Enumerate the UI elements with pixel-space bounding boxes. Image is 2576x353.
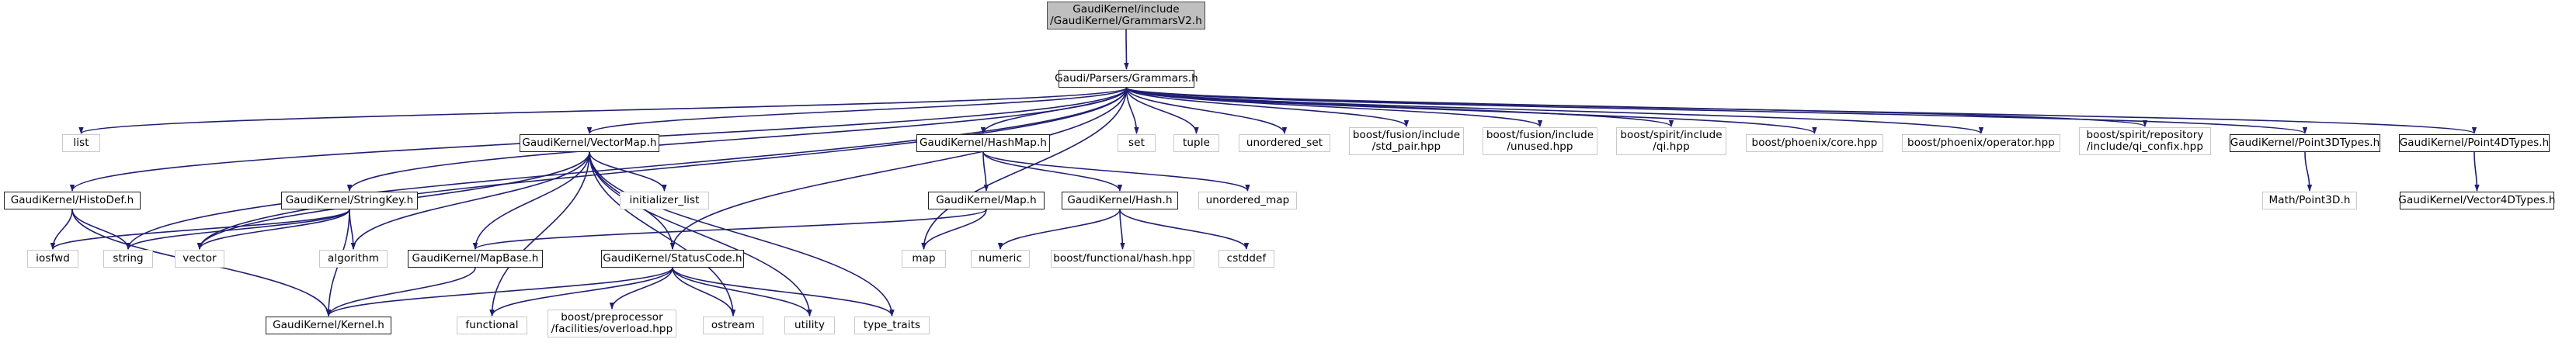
graph-edge: [346, 87, 1128, 192]
graph-edge: [609, 267, 673, 310]
graph-edge: [997, 209, 1121, 250]
graph-node-utility[interactable]: utility: [784, 317, 835, 334]
graph-edge: [672, 267, 812, 317]
graph-edge: [672, 267, 736, 317]
graph-node-statuscode[interactable]: GaudiKernel/StatusCode.h: [601, 250, 744, 268]
graph-node-boost_hash[interactable]: boost/functional/hash.hpp: [1051, 250, 1194, 268]
graph-edge: [589, 151, 895, 317]
graph-edge: [1125, 87, 1288, 134]
graph-edge: [589, 151, 736, 317]
graph-edge: [472, 151, 590, 250]
graph-edge: [2304, 151, 2313, 192]
graph-node-list[interactable]: list: [62, 134, 100, 152]
graph-edge: [50, 209, 350, 250]
graph-edge: [669, 87, 1128, 250]
graph-node-set[interactable]: set: [1118, 134, 1156, 152]
graph-edge: [325, 267, 673, 317]
graph-edge: [589, 151, 812, 317]
graph-edge: [1125, 87, 1543, 127]
graph-edge: [982, 151, 989, 192]
graph-edge: [921, 87, 1128, 250]
graph-node-spirit_qi[interactable]: boost/spirit/include /qi.hpp: [1616, 127, 1726, 155]
graph-edge: [672, 267, 895, 317]
graph-node-string[interactable]: string: [103, 250, 153, 268]
graph-edge: [71, 209, 131, 250]
graph-node-grammars[interactable]: Gaudi/Parsers/Grammars.h: [1055, 70, 1198, 88]
graph-edge: [1119, 209, 1125, 250]
graph-edge: [982, 151, 1250, 192]
graph-node-phoenix_core[interactable]: boost/phoenix/core.hpp: [1746, 134, 1883, 152]
graph-node-vector[interactable]: vector: [175, 250, 224, 268]
graph-node-point3dtypes[interactable]: GaudiKernel/Point3DTypes.h: [2230, 134, 2380, 152]
graph-node-tuple[interactable]: tuple: [1173, 134, 1219, 152]
graph-edge: [587, 87, 1128, 134]
graph-node-kernel[interactable]: GaudiKernel/Kernel.h: [266, 317, 391, 334]
graph-edge: [589, 151, 667, 192]
graph-edge: [1125, 87, 2307, 134]
graph-node-unordered_set[interactable]: unordered_set: [1239, 134, 1330, 152]
graph-edge: [473, 209, 987, 250]
graph-edge: [125, 87, 1128, 250]
graph-node-map[interactable]: map: [902, 250, 946, 268]
graph-edge: [1125, 87, 1817, 134]
graph-edge: [489, 151, 590, 317]
graph-edge: [196, 87, 1128, 250]
graph-edge: [1119, 209, 1250, 250]
graph-node-stringkey[interactable]: GaudiKernel/StringKey.h: [281, 192, 418, 209]
graph-node-ostream[interactable]: ostream: [703, 317, 763, 334]
graph-node-vector4dtypes[interactable]: GaudiKernel/Vector4DTypes.h: [2398, 192, 2555, 209]
graph-node-hashmap[interactable]: GaudiKernel/HashMap.h: [916, 134, 1050, 152]
graph-edge: [325, 267, 476, 317]
graph-edge: [2473, 151, 2480, 192]
graph-node-point4dtypes[interactable]: GaudiKernel/Point4DTypes.h: [2399, 134, 2550, 152]
graph-node-type_traits[interactable]: type_traits: [854, 317, 930, 334]
graph-edge: [1124, 29, 1129, 70]
graph-node-overload[interactable]: boost/preprocessor /facilities/overload.…: [548, 310, 676, 337]
graph-node-initializer_list[interactable]: initializer_list: [620, 192, 709, 209]
graph-node-mapbase[interactable]: GaudiKernel/MapBase.h: [408, 250, 543, 268]
graph-edge: [125, 209, 350, 250]
graph-edge: [50, 209, 73, 250]
graph-node-gk_hash[interactable]: GaudiKernel/Hash.h: [1062, 192, 1178, 209]
graph-edge: [489, 267, 673, 317]
graph-node-gk_map[interactable]: GaudiKernel/Map.h: [928, 192, 1045, 209]
graph-edge: [78, 87, 1128, 134]
graph-node-unordered_map[interactable]: unordered_map: [1198, 192, 1297, 209]
graph-node-iosfwd[interactable]: iosfwd: [27, 250, 78, 268]
graph-node-fusion_stdpair[interactable]: boost/fusion/include /std_pair.hpp: [1349, 127, 1464, 155]
graph-node-phoenix_op[interactable]: boost/phoenix/operator.hpp: [1902, 134, 2060, 152]
graph-node-functional[interactable]: functional: [457, 317, 527, 334]
graph-edge: [1125, 87, 1139, 134]
graph-node-histodef[interactable]: GaudiKernel/HistoDef.h: [4, 192, 141, 209]
graph-edge: [349, 209, 356, 250]
graph-edge: [196, 209, 350, 250]
graph-node-math_point3d[interactable]: Math/Point3D.h: [2262, 192, 2357, 209]
graph-edge: [982, 151, 1123, 192]
graph-node-numeric[interactable]: numeric: [971, 250, 1030, 268]
graph-node-vectormap[interactable]: GaudiKernel/VectorMap.h: [520, 134, 659, 152]
graph-node-root[interactable]: GaudiKernel/include /GaudiKernel/Grammar…: [1047, 2, 1205, 29]
graph-edge: [1125, 87, 1983, 134]
graph-node-fusion_unused[interactable]: boost/fusion/include /unused.hpp: [1483, 127, 1597, 155]
graph-edge: [921, 209, 987, 250]
graph-node-cstddef[interactable]: cstddef: [1218, 250, 1274, 268]
graph-node-qi_confix[interactable]: boost/spirit/repository /include/qi_conf…: [2079, 127, 2211, 155]
graph-edge: [350, 151, 590, 250]
graph-node-algorithm[interactable]: algorithm: [319, 250, 388, 268]
graph-edge: [1125, 87, 2477, 134]
graph-edge: [1125, 87, 1410, 127]
graph-edge: [1125, 87, 1199, 134]
